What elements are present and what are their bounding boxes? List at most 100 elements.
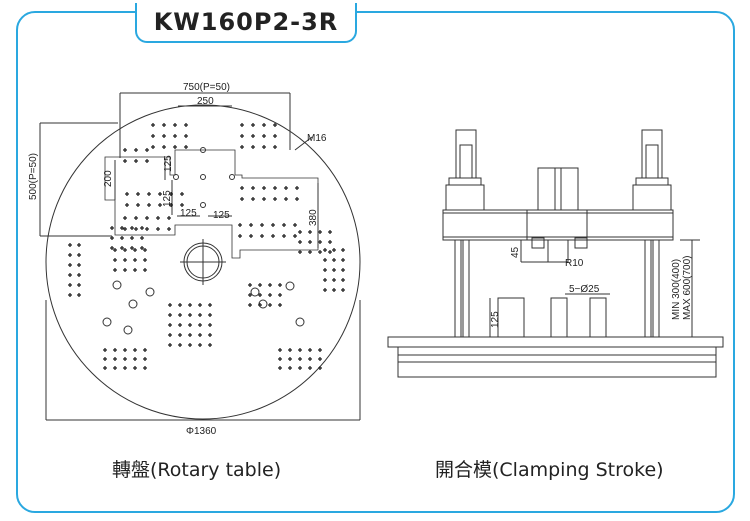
mold-mount-outline [104,149,319,259]
tapped-hole-mark [103,348,107,352]
base-plate [387,336,724,348]
tapped-hole-mark [208,343,212,347]
tapped-hole-mark [133,258,137,262]
tapped-hole-mark [278,303,282,307]
tapped-hole-mark [293,234,297,238]
tapped-hole-mark [167,227,171,231]
locating-hole [200,202,206,208]
caption-clamping-stroke: 開合模(Clamping Stroke) [435,459,664,481]
tapped-hole-mark [156,227,160,231]
tapped-hole-mark [328,240,332,244]
tapped-hole-mark [293,223,297,227]
tapped-hole-mark [147,192,151,196]
tapped-hole-mark [145,148,149,152]
tapped-hole-mark [168,333,172,337]
tapped-hole-mark [151,123,155,127]
tapped-hole-mark [318,366,322,370]
tapped-hole-mark [260,223,264,227]
tapped-hole-mark [198,313,202,317]
tapped-hole-mark [240,186,244,190]
tapped-hole-mark [134,159,138,163]
tapped-hole-mark [113,268,117,272]
dim-125-d: 125 [213,210,230,221]
tapped-hole-mark [278,357,282,361]
tapped-hole-mark [156,216,160,220]
tapped-hole-mark [178,333,182,337]
tapped-hole-mark [130,246,134,250]
tapped-hole-mark [251,197,255,201]
tapped-hole-mark [188,343,192,347]
tapped-hole-mark [251,134,255,138]
tapped-hole-mark [68,253,72,257]
bolt-hole [145,287,155,297]
thread-label: M16 [307,133,327,144]
page-title-text: KW160P2-3R [153,8,339,36]
tapped-hole-mark [134,216,138,220]
tapped-hole-mark [143,348,147,352]
tapped-hole-mark [178,313,182,317]
tapped-hole-mark [273,123,277,127]
tapped-hole-mark [308,357,312,361]
tapped-hole-mark [341,288,345,292]
clamp-cylinder [537,167,579,211]
bolt-hole [295,317,305,327]
tapped-hole-mark [262,145,266,149]
tapped-hole-mark [278,283,282,287]
tapped-hole-mark [151,134,155,138]
tapped-hole-mark [178,303,182,307]
tapped-hole-mark [143,248,147,252]
tapped-hole-mark [68,293,72,297]
tapped-hole-mark [120,246,124,250]
bolt-hole [112,280,122,290]
tapped-hole-mark [103,366,107,370]
tapped-hole-mark [249,234,253,238]
tapped-hole-mark [125,192,129,196]
tapped-hole-mark [188,333,192,337]
tapped-hole-mark [240,123,244,127]
locating-hole [173,174,179,180]
tapped-hole-mark [271,223,275,227]
tapped-hole-mark [77,253,81,257]
tapped-hole-mark [168,343,172,347]
tapped-hole-mark [328,250,332,254]
tapped-hole-mark [295,197,299,201]
tapped-hole-mark [238,234,242,238]
tapped-hole-mark [143,258,147,262]
tapped-hole-mark [68,283,72,287]
tapped-hole-mark [323,248,327,252]
tapped-hole-mark [68,243,72,247]
tapped-hole-mark [260,234,264,238]
moving-platen [442,209,674,241]
bolt-hole [285,281,295,291]
tapped-hole-mark [273,134,277,138]
tapped-hole-mark [123,366,127,370]
bolt-hole [258,299,268,309]
bolt-hole [250,287,260,297]
tapped-hole-mark [268,303,272,307]
tapped-hole-mark [113,357,117,361]
tapped-hole-mark [278,293,282,297]
tapped-hole-mark [133,366,137,370]
dim-200: 200 [103,170,114,187]
dim-125-b: 125 [162,190,173,207]
tapped-hole-mark [262,134,266,138]
tapped-hole-mark [248,303,252,307]
tapped-hole-mark [308,230,312,234]
tapped-hole-mark [262,197,266,201]
tapped-hole-mark [278,366,282,370]
caption-rotary-table: 轉盤(Rotary table) [112,459,282,481]
tapped-hole-mark [268,283,272,287]
tapped-hole-mark [328,230,332,234]
tapped-hole-mark [113,258,117,262]
tapped-hole-mark [308,366,312,370]
tapped-hole-mark [278,348,282,352]
tapped-hole-mark [298,240,302,244]
tapped-hole-mark [143,268,147,272]
tapped-hole-mark [251,186,255,190]
tapped-hole-mark [298,230,302,234]
tapped-hole-mark [308,348,312,352]
tapped-hole-mark [147,203,151,207]
tapped-hole-mark [318,230,322,234]
tapped-hole-mark [262,123,266,127]
